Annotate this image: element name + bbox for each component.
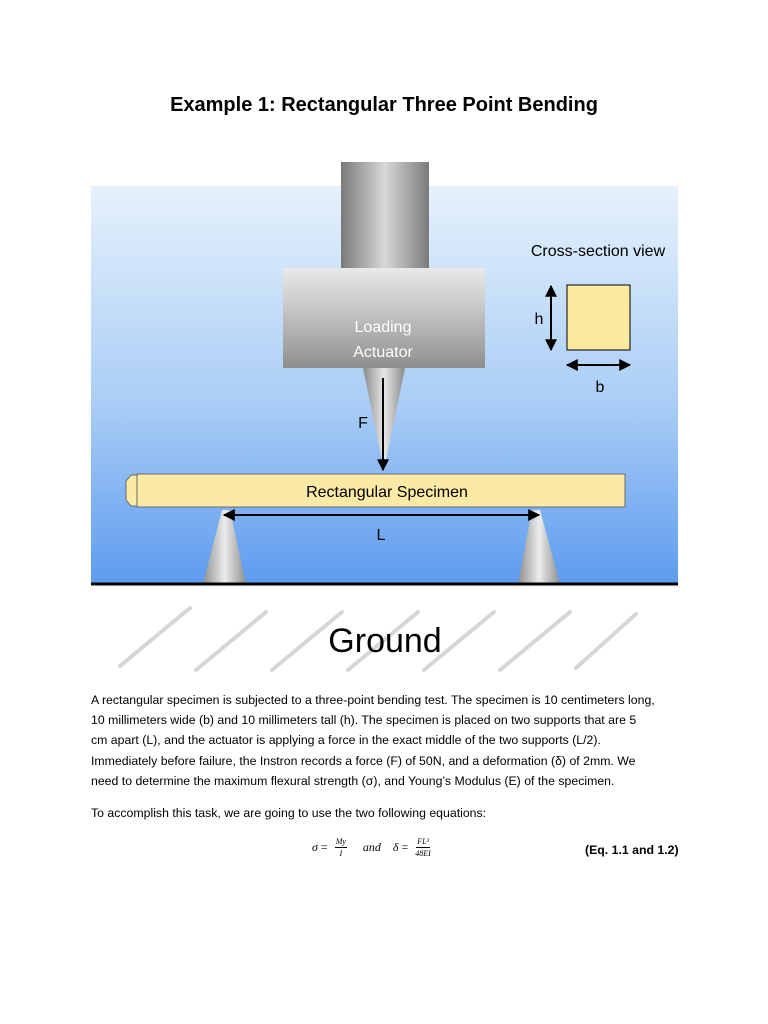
ground-label: Ground: [328, 622, 441, 660]
equals-sign-1: =: [320, 840, 328, 854]
equals-sign-2: =: [401, 840, 409, 854]
three-point-bending-diagram: Loading Actuator F Cross-section view h …: [91, 162, 678, 672]
width-label: b: [596, 379, 605, 396]
force-label: F: [358, 415, 368, 432]
paragraph-line: need to determine the maximum flexural s…: [91, 773, 615, 788]
page-title: Example 1: Rectangular Three Point Bendi…: [170, 94, 598, 116]
sigma-symbol: σ: [312, 840, 318, 854]
specimen-end: [125, 474, 138, 507]
height-label: h: [535, 311, 544, 328]
paragraph-line: A rectangular specimen is subjected to a…: [91, 693, 655, 707]
cross-section-square: [566, 284, 631, 351]
actuator-block: [283, 268, 485, 368]
paragraph-line: cm apart (L), and the actuator is applyi…: [91, 733, 601, 748]
specimen-label: Rectangular Specimen: [306, 484, 468, 501]
fraction-fl3-over-48ei: FL³ 48EI: [415, 836, 431, 859]
fraction-my-over-i: My I: [334, 836, 347, 859]
fraction-denominator: 48EI: [415, 849, 431, 858]
equation-reference: (Eq. 1.1 and 1.2): [585, 843, 679, 857]
span-label: L: [377, 527, 386, 544]
cross-section-label: Cross-section view: [531, 243, 666, 260]
and-word: and: [362, 840, 381, 854]
delta-symbol: δ: [392, 840, 399, 854]
left-support: [203, 510, 246, 584]
problem-paragraph: A rectangular specimen is subjected to a…: [91, 690, 691, 791]
fraction-denominator: I: [339, 849, 343, 858]
actuator-rod: [341, 162, 429, 268]
equations-intro: To accomplish this task, we are going to…: [91, 806, 487, 820]
ground-hatching: [118, 606, 638, 672]
paragraph-line: 10 millimeters wide (b) and 10 millimete…: [91, 713, 637, 728]
specimen-bar: [136, 473, 626, 508]
equations: σ = My I and δ = FL³ 48EI: [312, 836, 435, 859]
actuator-label-line2: Actuator: [353, 344, 413, 361]
paragraph-line: Immediately before failure, the Instron …: [91, 753, 636, 768]
right-support: [518, 510, 560, 584]
fraction-numerator: My: [334, 837, 347, 848]
fraction-numerator: FL³: [416, 837, 430, 848]
actuator-label-line1: Loading: [355, 319, 412, 336]
